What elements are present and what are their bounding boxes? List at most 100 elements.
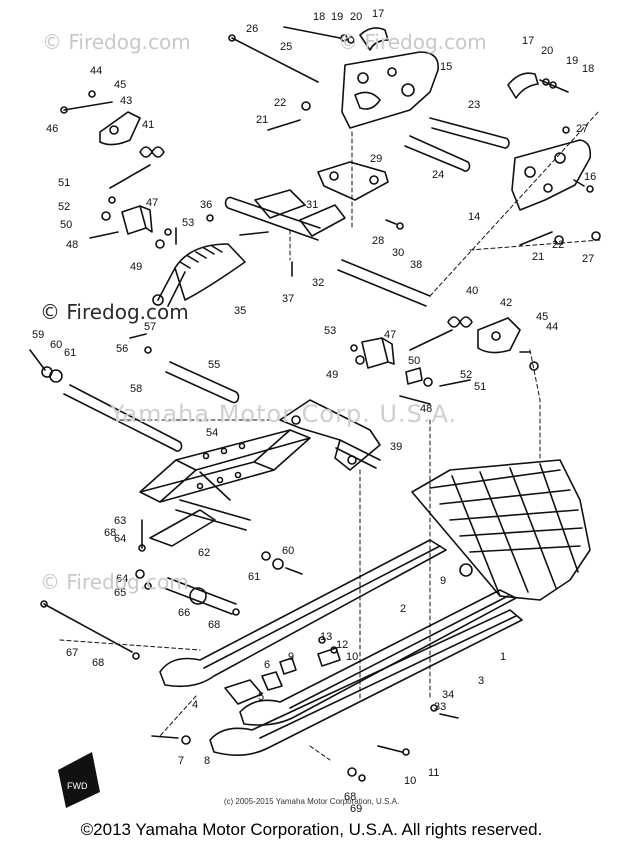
shaft-55 [165,361,240,404]
part-label-59: 59 [32,329,44,341]
bracket-17-right [507,72,539,99]
copyright-small: (c) 2005-2015 Yamaha Motor Corporation, … [223,797,400,806]
part-label-58: 58 [130,383,142,395]
part-label-56: 56 [116,343,128,355]
part-label-38: 38 [410,259,422,271]
part-label-55: 55 [208,359,220,371]
part-label-43: 43 [120,95,132,107]
part-label-61: 61 [64,347,76,359]
shaft-66 [163,577,237,615]
long-bolt-26 [231,37,319,83]
part-label-67: 67 [66,647,78,659]
part-label-17: 17 [522,35,534,47]
part-label-37: 37 [282,293,294,305]
part-label-47: 47 [146,197,158,209]
part-label-40: 40 [466,285,478,297]
spring-41 [139,146,165,158]
part-label-69: 69 [350,803,362,815]
part-label-17: 17 [372,8,384,20]
track-assembly [411,459,591,601]
block-47-right [361,337,395,369]
part-label-7: 7 [178,755,184,767]
part-label-34: 34 [442,689,454,701]
frame-54 [139,429,311,503]
shaft-23 [429,117,510,149]
part-label-68: 68 [92,657,104,669]
part-label-29: 29 [370,153,382,165]
part-label-27: 27 [582,253,594,265]
part-label-49: 49 [326,369,338,381]
part-label-51: 51 [474,381,486,393]
link-29 [317,161,389,201]
part-label-19: 19 [331,11,343,23]
part-label-22: 22 [274,97,286,109]
ski-3 [209,609,523,756]
part-label-53: 53 [182,217,194,229]
part-label-6: 6 [264,659,270,671]
fwd-arrow-icon: FWD [58,752,100,808]
part-label-44: 44 [90,65,102,77]
part-label-42: 42 [500,297,512,309]
part-label-21: 21 [256,114,268,126]
block-47 [121,205,153,235]
ski-2 [239,589,517,726]
part-label-62: 62 [198,547,210,559]
part-label-30: 30 [392,247,404,259]
part-label-44: 44 [546,321,558,333]
shock-absorber-35 [157,243,246,307]
spring-40 [447,316,473,328]
part-label-26: 26 [246,23,258,35]
part-label-21: 21 [532,251,544,263]
part-label-61: 61 [248,571,260,583]
part-label-68: 68 [104,527,116,539]
part-label-68: 68 [208,619,220,631]
part-label-50: 50 [408,355,420,367]
part-label-3: 3 [478,675,484,687]
part-label-60: 60 [282,545,294,557]
bolt-18-top [283,26,341,39]
part-label-15: 15 [440,61,452,73]
part-label-19: 19 [566,55,578,67]
part-label-1: 1 [500,651,506,663]
part-label-54: 54 [206,427,218,439]
part-label-20: 20 [541,45,553,57]
shaft-24 [404,135,471,172]
long-bolt-67 [43,603,133,653]
part-label-24: 24 [432,169,444,181]
part-label-68: 68 [344,791,356,803]
part-label-66: 66 [178,607,190,619]
bracket-43 [99,111,141,146]
copyright-footer: ©2013 Yamaha Motor Corporation, U.S.A. A… [80,820,543,839]
part-label-18: 18 [582,63,594,75]
part-label-23: 23 [468,99,480,111]
part-label-10: 10 [404,775,416,787]
part-label-64: 64 [114,533,126,545]
part-label-47: 47 [384,329,396,341]
part-label-14: 14 [468,211,480,223]
part-label-60: 60 [50,339,62,351]
part-label-12: 12 [336,639,348,651]
part-label-52: 52 [58,201,70,213]
part-label-51: 51 [58,177,70,189]
part-label-16: 16 [584,171,596,183]
bracket-42 [477,317,521,354]
part-label-8: 8 [204,755,210,767]
part-label-52: 52 [460,369,472,381]
part-label-22: 22 [552,239,564,251]
part-label-49: 49 [130,261,142,273]
part-label-45: 45 [536,311,548,323]
part-label-31: 31 [306,199,318,211]
part-label-53: 53 [324,325,336,337]
shaft-38 [337,259,431,307]
part-label-65: 65 [114,587,126,599]
bracket-17-top [359,27,389,51]
side-plate-14 [511,139,592,211]
part-label-64: 64 [116,573,128,585]
part-label-46: 46 [46,123,58,135]
part-label-41: 41 [142,119,154,131]
part-label-2: 2 [400,603,406,615]
part-label-20: 20 [350,11,362,23]
part-label-35: 35 [234,305,246,317]
